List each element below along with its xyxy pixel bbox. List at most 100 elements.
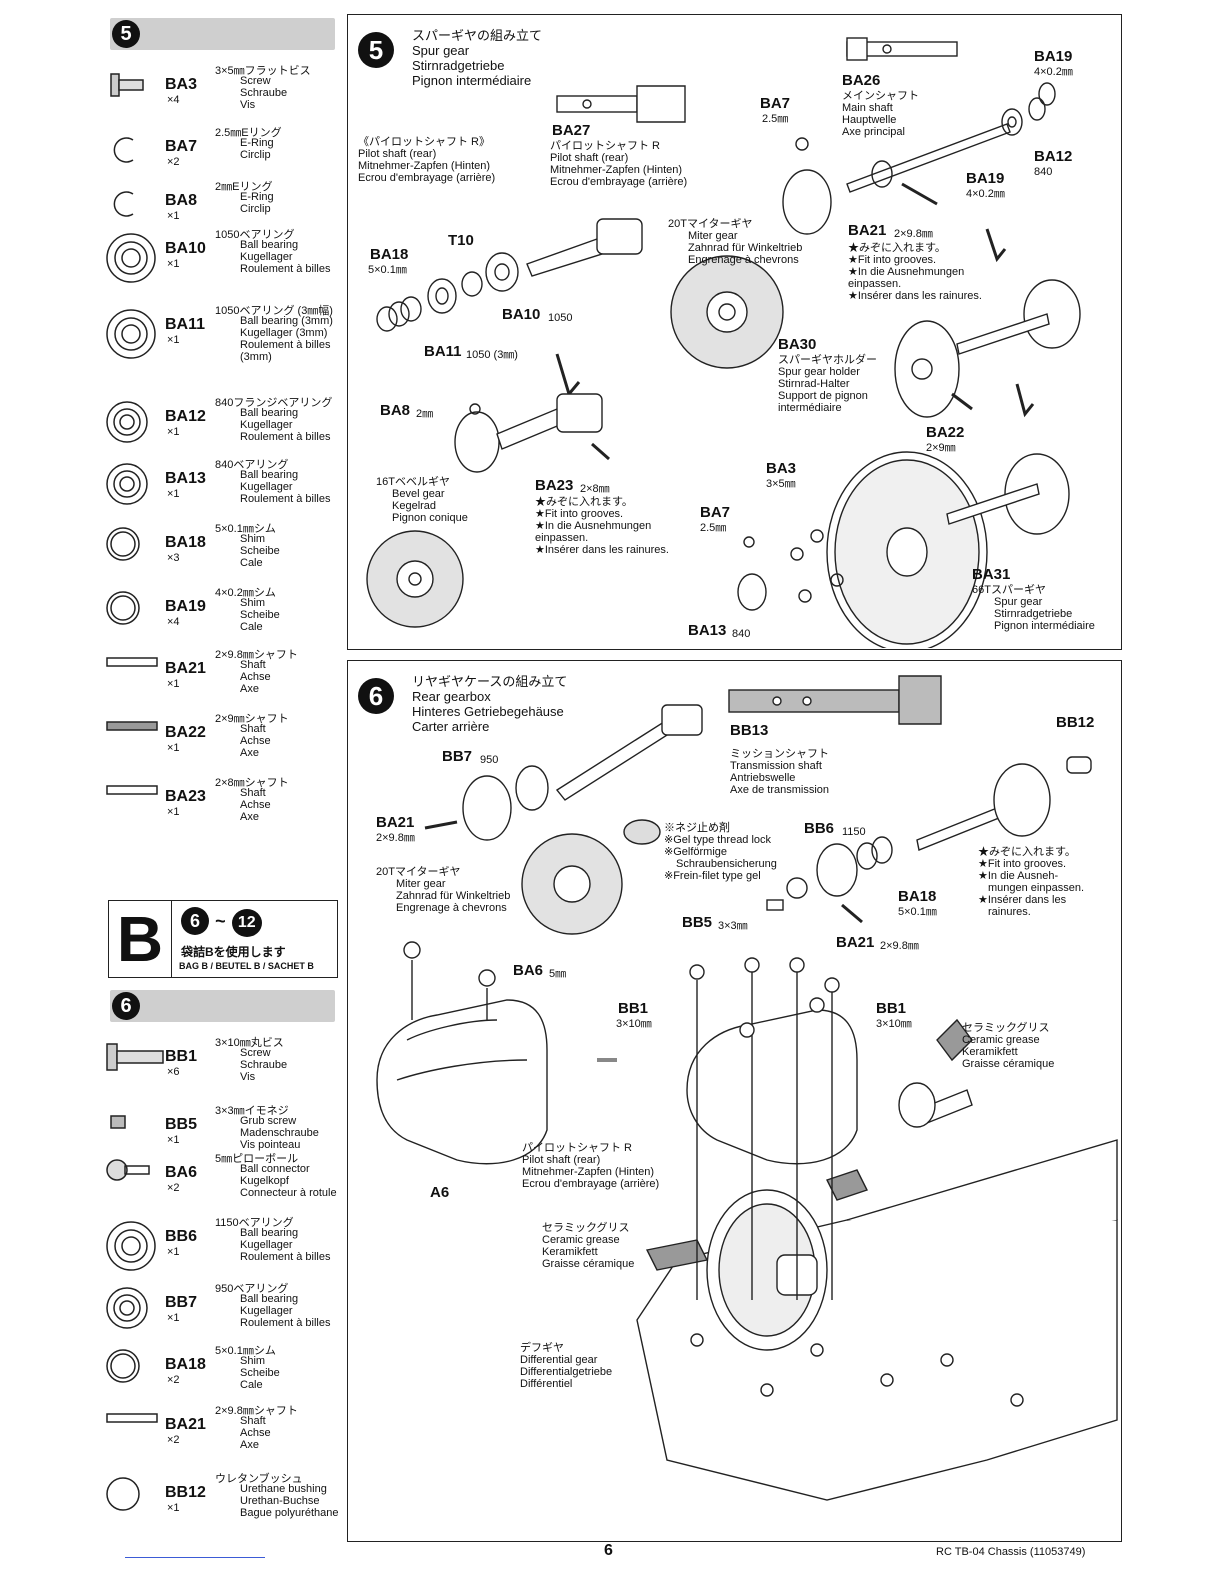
part-desc: Urethan-Buchse: [240, 1495, 320, 1507]
step6-threadlock-fr: ※Frein-filet type gel: [664, 870, 761, 882]
step6-grease2-en: Ceramic grease: [542, 1234, 620, 1246]
part-desc: Ball bearing: [240, 407, 299, 419]
step5-ba31-desc: 66Tスパーギヤ Spur gear Stirnradgetriebe Pign…: [972, 584, 1095, 632]
step6-groove-note-de1: ★In die Ausneh-: [978, 870, 1059, 882]
part-jp: 1150ベアリング: [215, 1217, 294, 1229]
part-desc: Cale: [240, 621, 263, 633]
step5-ba30-de: Stirnrad-Halter: [778, 378, 850, 390]
step5-ba7a-spec: 2.5㎜: [762, 113, 789, 125]
part-desc: Shim: [240, 1355, 266, 1367]
part-desc: Roulement à billes: [240, 1317, 331, 1329]
step5-diagram: [366, 37, 1081, 648]
step6-ba21b-spec: 2×9.8㎜: [880, 940, 919, 952]
part-jp: 2㎜Eリング: [215, 181, 273, 193]
part-jp: 3×5㎜フラットビス: [215, 65, 311, 77]
step6-grease1-en: Ceramic grease: [962, 1034, 1040, 1046]
step5-ba19a-code: BA19: [1034, 48, 1073, 65]
step5-ba27-code: BA27: [552, 122, 591, 139]
step5-ba21-note-en: ★Fit into grooves.: [848, 254, 937, 266]
part-desc: Madenschraube: [240, 1127, 319, 1139]
step6-title-de: Hinteres Getriebegehäuse: [412, 704, 564, 719]
step6-panel: [347, 660, 1122, 1542]
step5-ba18-spec: 5×0.1㎜: [368, 264, 407, 276]
step5-ba8-spec: 2㎜: [416, 408, 434, 420]
part-desc: Axe: [240, 747, 259, 759]
step5-ba13-spec: 840: [732, 628, 751, 640]
step6-miter-jp: 20Tマイターギヤ: [376, 866, 461, 878]
part-qty: ×4: [167, 94, 180, 106]
part-jp: 2×9㎜シャフト: [215, 713, 289, 725]
part-jp: 1050ベアリング (3㎜幅): [215, 305, 333, 317]
part-desc: Kugellager: [240, 419, 293, 431]
part-desc: Achse: [240, 1427, 271, 1439]
step6-title-en: Rear gearbox: [412, 689, 491, 704]
footer-code: RC TB-04 Chassis (11053749): [936, 1546, 1086, 1558]
part-desc: E-Ring: [240, 137, 274, 149]
step6-grease1-jp: セラミックグリス: [962, 1022, 1050, 1034]
step5-pilot-jp: 《パイロットシャフト R》: [358, 136, 490, 148]
part-code: BA18: [165, 1356, 206, 1373]
bag-range: 6 ~ 12: [181, 907, 262, 937]
step5-pilot-fr: Ecrou d'embrayage (arrière): [358, 172, 496, 184]
step5-title-fr: Pignon intermédiaire: [412, 73, 532, 88]
step5-ba10-spec: 1050: [548, 312, 573, 324]
part-desc: Roulement à billes: [240, 493, 331, 505]
part-code: BA21: [165, 1416, 206, 1433]
part-qty: ×1: [167, 334, 180, 346]
step6-bb5-code: BB5: [682, 914, 713, 931]
step6-ba21a-spec: 2×9.8㎜: [376, 832, 415, 844]
step5-title-de: Stirnradgetriebe: [412, 58, 505, 73]
part-jp: 4×0.2㎜シム: [215, 587, 276, 599]
step5-ba26-fr: Axe principal: [842, 126, 905, 138]
step5-ba22-code: BA22: [926, 424, 965, 441]
step6-diff-fr: Différentiel: [520, 1378, 573, 1390]
part-qty: ×1: [167, 1246, 180, 1258]
step6-pilot-desc: パイロットシャフト R Pilot shaft (rear) Mitnehmer…: [522, 1142, 659, 1190]
step5-ba23-code: BA23: [535, 477, 574, 494]
step6-ba21a-code: BA21: [376, 814, 415, 831]
step6-pilot-de: Mitnehmer-Zapfen (Hinten): [522, 1166, 655, 1178]
part-desc: Shaft: [240, 1415, 266, 1427]
step6-grease1-de: Keramikfett: [962, 1046, 1018, 1058]
part-code: BA6: [165, 1164, 198, 1181]
step6-bb6-code: BB6: [804, 820, 835, 837]
step5-miter-desc: 20Tマイターギヤ Miter gear Zahnrad für Winkelt…: [668, 218, 802, 266]
step5-title-jp: スパーギヤの組み立て: [412, 28, 543, 43]
part-desc: Ball bearing (3mm): [240, 315, 333, 327]
step5-parts-number: 5: [112, 20, 140, 48]
step5-ba11-code: BA11: [424, 343, 462, 360]
step5-ba31-jp: 66Tスパーギヤ: [972, 584, 1046, 596]
step5-ba27-en: Pilot shaft (rear): [550, 152, 629, 164]
bag-jp: 袋詰Bを使用します: [181, 945, 286, 959]
part-code: BB1: [165, 1048, 198, 1065]
part-desc: Achse: [240, 799, 271, 811]
step5-ba30-fr1: Support de pignon: [778, 390, 868, 402]
part-desc: Ball bearing: [240, 469, 299, 481]
step6-threadlock-de2: Schraubensicherung: [676, 858, 777, 870]
step6-miter-desc: 20Tマイターギヤ Miter gear Zahnrad für Winkelt…: [376, 866, 510, 914]
step5-ba23-note-de2: einpassen.: [535, 532, 589, 544]
step5-ba7b-code: BA7: [700, 504, 731, 521]
part-qty: ×2: [167, 1434, 180, 1446]
step5-ba21-code: BA21: [848, 222, 887, 239]
step6-diff-desc: デフギヤ Differential gear Differentialgetri…: [520, 1342, 612, 1390]
part-desc: Shaft: [240, 787, 266, 799]
step5-ba22-spec: 2×9㎜: [926, 442, 956, 454]
step6-groove-note-en: ★Fit into grooves.: [978, 858, 1067, 870]
part-jp: 2×8㎜シャフト: [215, 777, 289, 789]
step6-bb7-spec: 950: [480, 754, 499, 766]
step6-bb13-jp: ミッションシャフト: [730, 748, 829, 760]
part-desc: Axe: [240, 683, 259, 695]
step5-ba21-spec: 2×9.8㎜: [894, 228, 933, 240]
step5-bevel-de: Kegelrad: [392, 500, 437, 512]
bag-letter: B: [109, 901, 172, 977]
step6-miter-en: Miter gear: [396, 878, 446, 890]
part-desc: Schraube: [240, 87, 288, 99]
step5-ba30-jp: スパーギヤホルダー: [778, 354, 877, 366]
step5-ba31-fr: Pignon intermédiaire: [994, 620, 1095, 632]
